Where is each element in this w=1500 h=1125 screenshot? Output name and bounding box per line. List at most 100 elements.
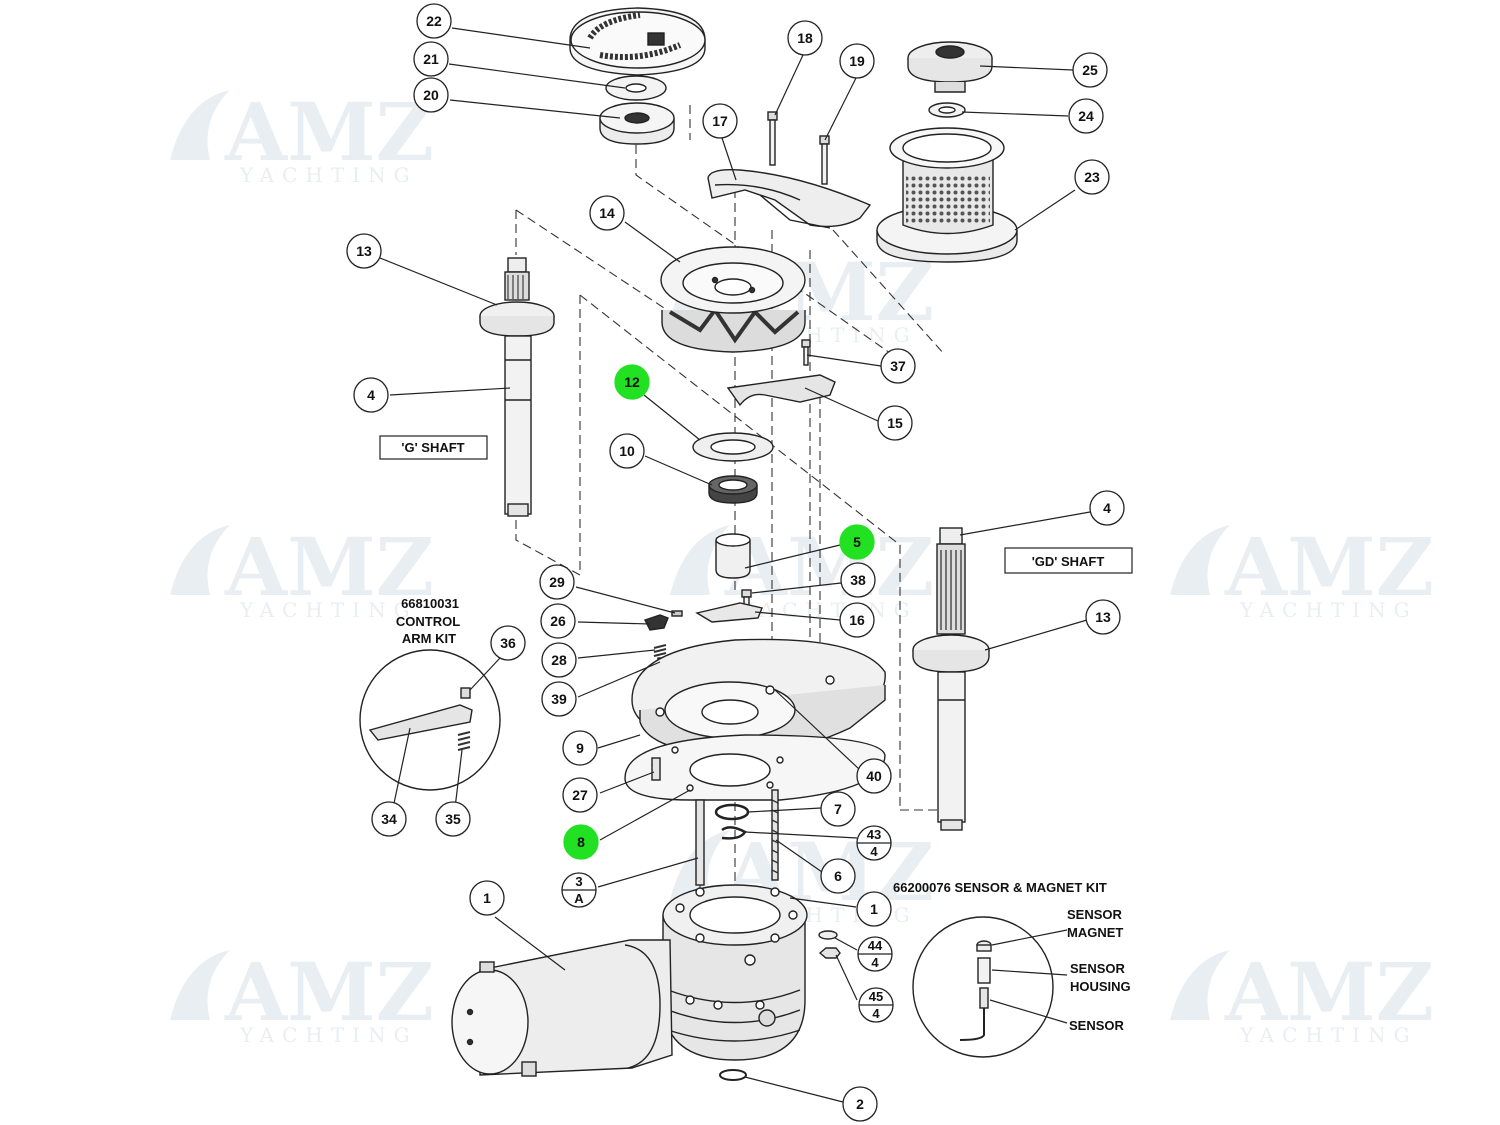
callout-40: 40 xyxy=(856,758,892,794)
watermark-brand: AMZ xyxy=(1224,520,1434,614)
callout-number: 2 xyxy=(856,1096,864,1112)
callout-34: 34 xyxy=(371,801,407,837)
callout-circle xyxy=(1089,490,1125,526)
callout-number: 24 xyxy=(1078,108,1094,124)
callout-number: 28 xyxy=(551,652,567,668)
callout-number: 34 xyxy=(381,811,397,827)
callout-number: 8 xyxy=(577,834,585,850)
callout-quantity: A xyxy=(574,891,584,906)
callout-number: 29 xyxy=(549,574,565,590)
callout-number: 6 xyxy=(834,868,842,884)
callout-number: 44 xyxy=(868,938,883,953)
gd-shaft-label: 'GD' SHAFT xyxy=(1032,554,1105,569)
label-line2: MAGNET xyxy=(1067,925,1123,940)
callout-circle xyxy=(371,801,407,837)
callout-number: 13 xyxy=(356,243,372,259)
callout-number: 16 xyxy=(849,612,865,628)
callout-35: 35 xyxy=(435,801,471,837)
callout-10: 10 xyxy=(609,433,645,469)
callout-12: 12 xyxy=(614,364,650,400)
label-box xyxy=(1004,547,1133,574)
screw xyxy=(801,339,811,366)
callout-4: 4 xyxy=(353,377,389,413)
callout-19: 19 xyxy=(839,43,875,79)
callout-13: 13 xyxy=(1085,599,1121,635)
o-ring-bottom xyxy=(719,1069,747,1081)
watermark-brand: AMZ xyxy=(224,520,434,614)
callout-circle xyxy=(541,642,577,678)
callout-number: 4 xyxy=(367,387,375,403)
stud-rod xyxy=(771,789,779,881)
callout-13: 13 xyxy=(346,233,382,269)
shaft-label-gd: 'GD' SHAFT xyxy=(1004,547,1133,574)
callout-27: 27 xyxy=(562,777,598,813)
callout-circle xyxy=(562,777,598,813)
watermark-brand: AMZ xyxy=(224,945,434,1039)
callout-6: 6 xyxy=(820,858,856,894)
drive-shaft xyxy=(695,799,705,886)
pin xyxy=(671,610,683,617)
stripper-arm xyxy=(707,168,872,229)
callout-number: 4 xyxy=(1103,500,1111,516)
callout-circle xyxy=(787,20,823,56)
callout-circle xyxy=(840,562,876,598)
callout-number: 22 xyxy=(426,13,442,29)
drum-cap xyxy=(569,7,706,76)
watermark-logo: AMZ YACHTING xyxy=(170,520,434,622)
chain-guide xyxy=(726,374,836,407)
callout-number: 5 xyxy=(853,534,861,550)
watermark-logo: AMZ YACHTING xyxy=(170,85,434,187)
label-line2: HOUSING xyxy=(1070,979,1131,994)
watermark-group: AMZ YACHTING AMZ YACHTING AMZ YACHTING A… xyxy=(170,85,1434,1047)
control-arm-kit-detail xyxy=(359,649,501,791)
callout-22: 22 xyxy=(416,3,452,39)
spring xyxy=(653,644,667,657)
callout-39: 39 xyxy=(541,681,577,717)
callout-circle xyxy=(820,791,856,827)
control-arm-kit-label: 66810031 CONTROL ARM KIT xyxy=(396,596,460,646)
callout-15: 15 xyxy=(877,405,913,441)
stud xyxy=(651,757,661,781)
callout-26: 26 xyxy=(540,603,576,639)
callout-number: 18 xyxy=(797,30,813,46)
label-line1: SENSOR xyxy=(1067,907,1123,922)
callout-number: 37 xyxy=(890,358,906,374)
callout-circle xyxy=(540,603,576,639)
sensor-label: SENSOR xyxy=(1069,1018,1125,1033)
callout-4: 4 xyxy=(1089,490,1125,526)
callout-21: 21 xyxy=(413,41,449,77)
callout-circle xyxy=(702,103,738,139)
watermark-tag: YACHTING xyxy=(239,163,418,187)
watermark-tag: YACHTING xyxy=(239,1023,418,1047)
callout-number: 7 xyxy=(834,801,842,817)
callout-38: 38 xyxy=(840,562,876,598)
callout-14: 14 xyxy=(589,195,625,231)
sensor-housing-label: SENSOR HOUSING xyxy=(1070,961,1131,994)
o-ring xyxy=(714,803,750,821)
callout-circle xyxy=(353,377,389,413)
callout-number: 26 xyxy=(550,613,566,629)
callout-1: 1 xyxy=(469,880,505,916)
callout-9: 9 xyxy=(562,730,598,766)
bolt xyxy=(819,135,830,185)
callout-number: 15 xyxy=(887,415,903,431)
callout-number: 23 xyxy=(1084,169,1100,185)
watermark-brand: AMZ xyxy=(224,85,434,179)
kit-name-line1: CONTROL xyxy=(396,614,460,629)
callout-24: 24 xyxy=(1068,98,1104,134)
callout-number: 10 xyxy=(619,443,635,459)
callout-25: 25 xyxy=(1072,52,1108,88)
callout-8: 8 xyxy=(563,824,599,860)
gearbox xyxy=(662,884,808,1061)
watermark-tag: YACHTING xyxy=(1239,1023,1418,1047)
watermark-brand: AMZ xyxy=(1224,945,1434,1039)
callout-quantity: 4 xyxy=(872,1006,880,1021)
callout-circle xyxy=(562,730,598,766)
cam xyxy=(644,614,669,631)
callout-5: 5 xyxy=(839,524,875,560)
watermark-logo: AMZ YACHTING xyxy=(1170,945,1434,1047)
callout-circle xyxy=(416,3,452,39)
callout-quantity: 4 xyxy=(871,955,879,970)
callout-circle xyxy=(609,433,645,469)
